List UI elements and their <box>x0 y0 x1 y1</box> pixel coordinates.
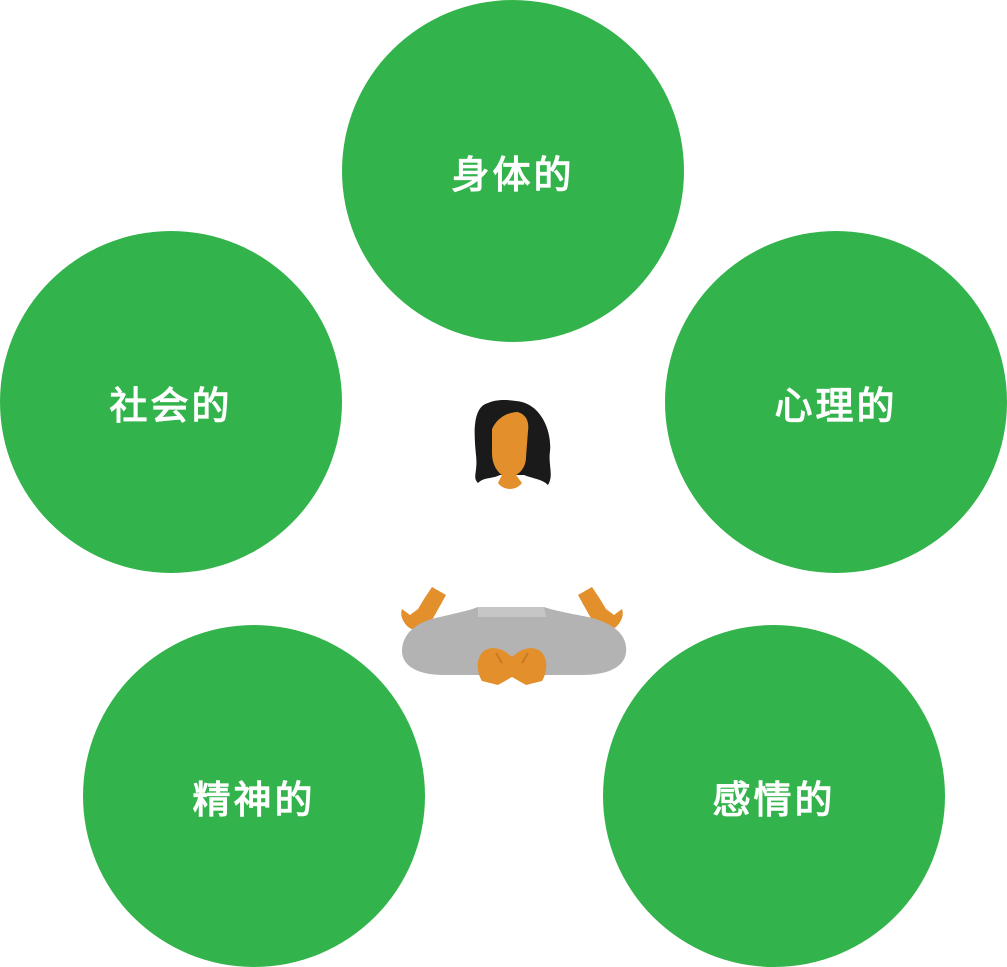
circle-label-social: 社会的 <box>109 383 233 428</box>
circle-psychological: 心理的 <box>665 231 1007 573</box>
circle-label-emotional: 感情的 <box>712 777 836 822</box>
circle-spiritual: 精神的 <box>83 625 425 967</box>
circle-emotional: 感情的 <box>603 625 945 967</box>
circle-social: 社会的 <box>0 231 342 573</box>
circle-physical: 身体的 <box>342 0 684 342</box>
meditating-person-icon <box>392 395 632 690</box>
circle-label-spiritual: 精神的 <box>192 777 316 822</box>
shirt-shape <box>436 485 588 609</box>
circle-label-physical: 身体的 <box>451 152 575 197</box>
left-hand-shape <box>401 587 446 631</box>
feet-shape <box>477 648 547 685</box>
right-hand-shape <box>578 587 623 631</box>
pants-shape <box>402 607 627 675</box>
face-shape <box>492 411 529 489</box>
circle-label-psychological: 心理的 <box>774 383 898 428</box>
